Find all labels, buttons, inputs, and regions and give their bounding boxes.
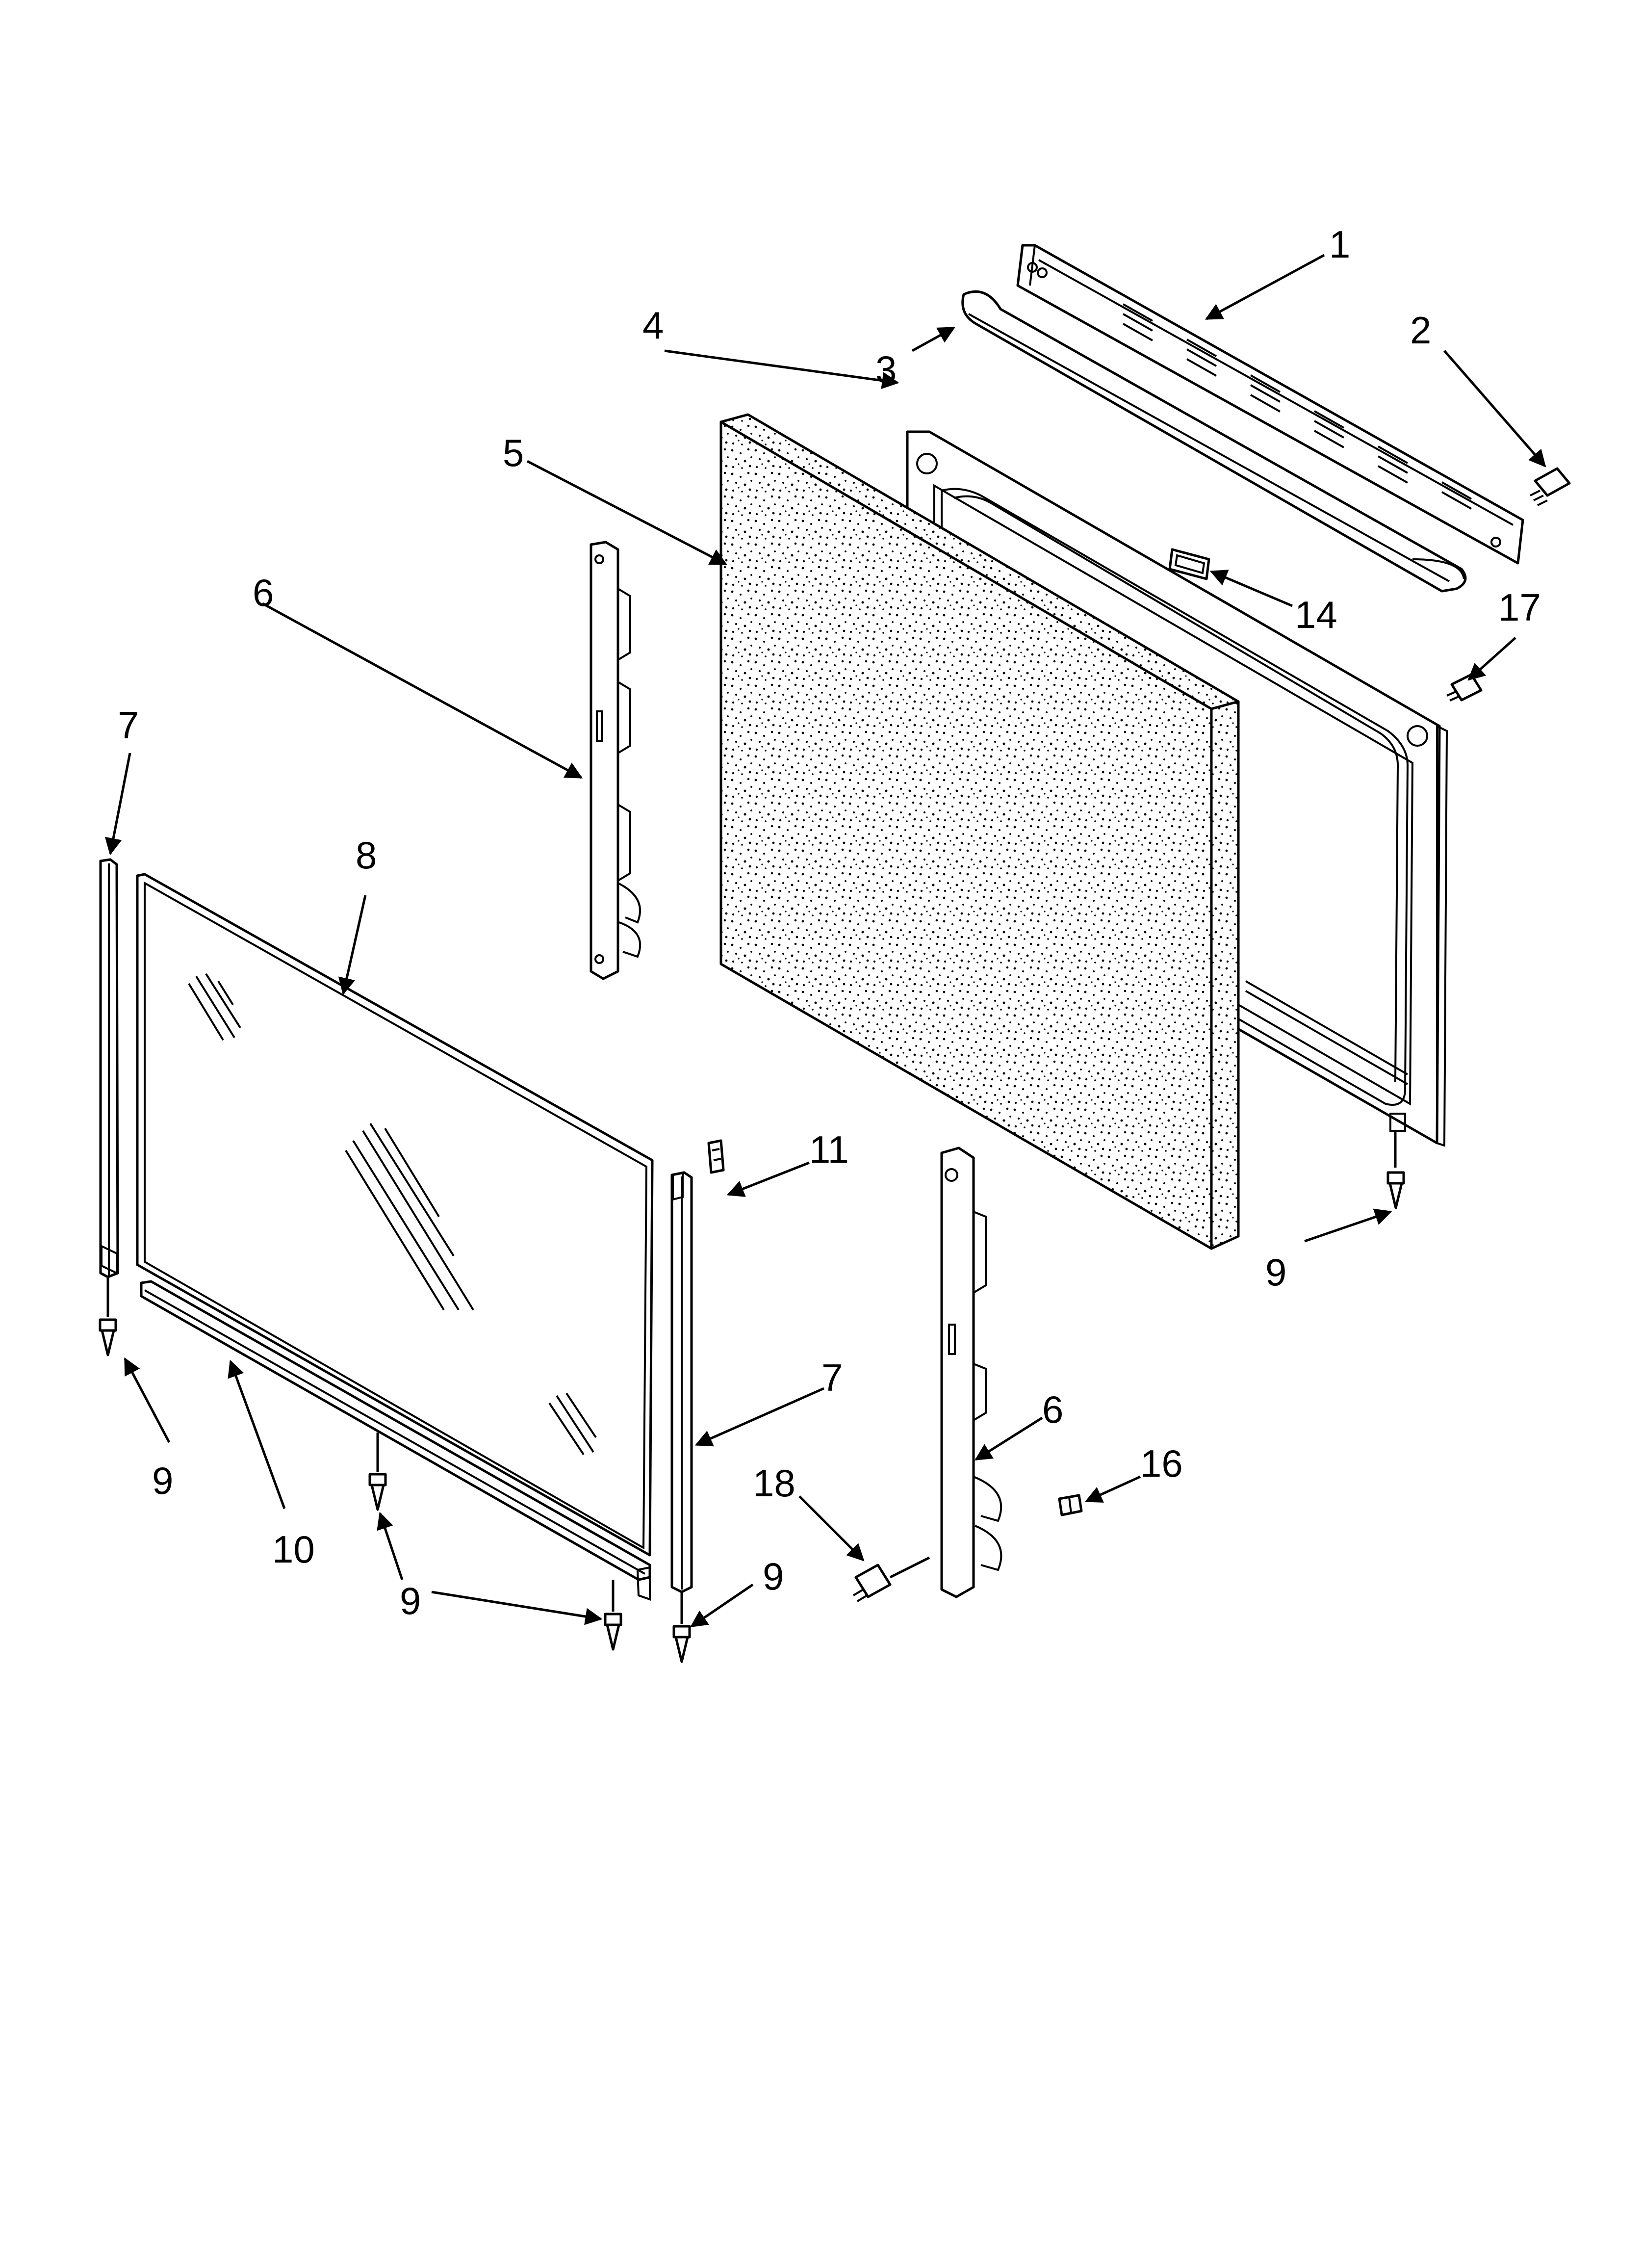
clip-part-14 xyxy=(1168,548,1210,580)
callout-18: 18 xyxy=(753,1461,795,1505)
callout-16: 16 xyxy=(1140,1442,1183,1485)
callout-9-center: 9 xyxy=(763,1555,784,1598)
callout-1: 1 xyxy=(1329,223,1350,266)
callout-6-lower: 6 xyxy=(1042,1388,1063,1431)
leader-lines xyxy=(104,254,1546,1628)
callout-7-left: 7 xyxy=(118,704,139,747)
callout-9-left: 9 xyxy=(152,1459,173,1502)
callout-8: 8 xyxy=(356,834,377,877)
clip-part-11 xyxy=(707,1139,725,1174)
callout-11: 11 xyxy=(809,1128,849,1171)
screw-part-9-c xyxy=(368,1433,387,1511)
callout-3: 3 xyxy=(875,348,897,391)
screw-part-9-d xyxy=(604,1580,622,1651)
callout-labels: 1 2 3 4 5 14 17 6 7 8 11 9 9 10 9 7 6 16… xyxy=(118,223,1541,1622)
side-channel-left xyxy=(99,858,119,1278)
callout-14: 14 xyxy=(1295,593,1337,636)
screw-part-2 xyxy=(1530,467,1571,506)
callout-6-upper: 6 xyxy=(253,571,274,614)
screw-part-18 xyxy=(852,1556,930,1602)
hinge-bracket-lower xyxy=(940,1147,1002,1598)
screw-part-9-e xyxy=(672,1592,691,1663)
screw-part-9-a xyxy=(1386,1131,1405,1209)
callout-7-right: 7 xyxy=(821,1356,843,1399)
top-vent-trim xyxy=(1016,244,1524,565)
screw-part-9-b xyxy=(99,1278,117,1356)
glass-panel xyxy=(136,873,654,1557)
callout-9-bottom: 9 xyxy=(400,1579,421,1622)
insulation-block xyxy=(719,413,1240,1250)
callout-4: 4 xyxy=(642,304,664,347)
callout-10: 10 xyxy=(272,1528,315,1571)
screw-part-17 xyxy=(1446,673,1483,702)
door-handle xyxy=(961,290,1467,593)
callout-2: 2 xyxy=(1410,309,1431,352)
callout-17: 17 xyxy=(1498,586,1541,629)
callout-5: 5 xyxy=(503,431,524,474)
callout-9-right: 9 xyxy=(1265,1251,1286,1294)
side-channel-right xyxy=(670,1171,693,1593)
clip-part-16 xyxy=(1058,1494,1083,1516)
hinge-bracket-upper xyxy=(590,541,641,980)
bottom-channel xyxy=(140,1280,651,1601)
